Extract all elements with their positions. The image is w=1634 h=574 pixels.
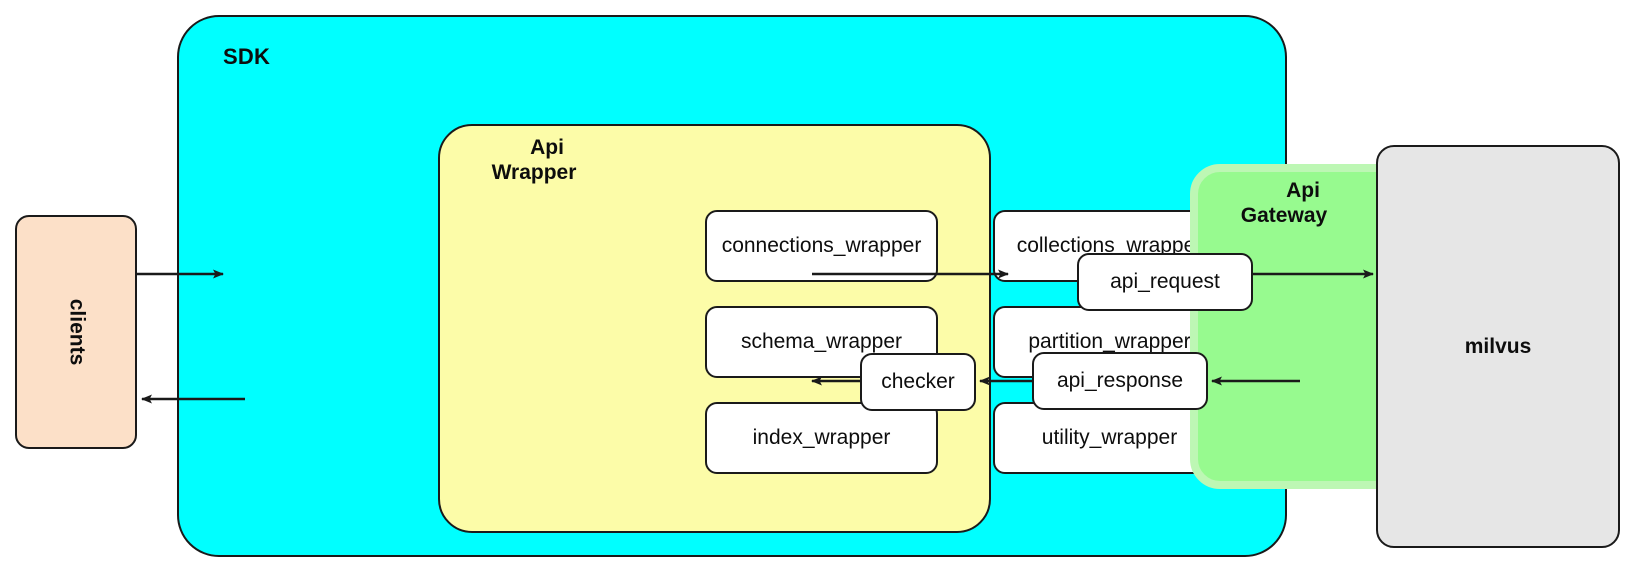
api-wrapper-label-line1: Api	[530, 136, 564, 159]
node-checker[interactable]: checker	[860, 353, 976, 411]
module-connections-wrapper[interactable]: connections_wrapper	[705, 210, 938, 282]
node-api-response[interactable]: api_response	[1032, 352, 1208, 410]
clients-label: clients	[65, 298, 88, 366]
api-gateway-label-line1: Api	[1286, 179, 1320, 202]
api-wrapper-label: Api Wrapper	[454, 136, 614, 186]
milvus-box: milvus	[1376, 145, 1620, 548]
node-api-request[interactable]: api_request	[1077, 253, 1253, 311]
sdk-label: SDK	[223, 44, 271, 69]
module-schema-wrapper[interactable]: schema_wrapper	[705, 306, 938, 378]
clients-box: clients	[15, 215, 137, 449]
api-gateway-label-line2: Gateway	[1240, 204, 1328, 228]
api-wrapper-label-line2: Wrapper	[491, 160, 577, 184]
module-utility-wrapper[interactable]: utility_wrapper	[993, 402, 1226, 474]
api-wrapper-container: Api Wrapper connections_wrapper collecti…	[438, 124, 1226, 533]
module-index-wrapper[interactable]: index_wrapper	[705, 402, 938, 474]
api-gateway-label: Api Gateway	[1204, 178, 1364, 228]
